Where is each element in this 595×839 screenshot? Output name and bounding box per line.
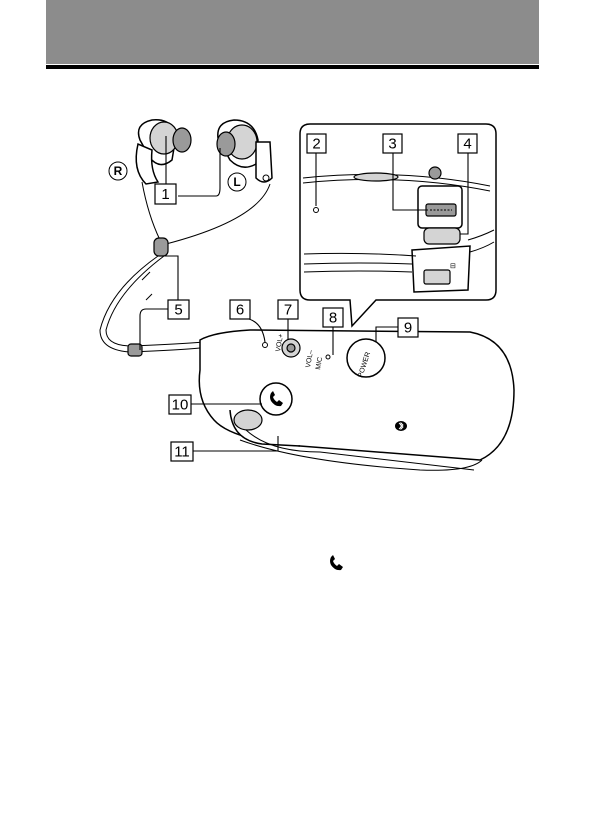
svg-text:10: 10: [172, 397, 189, 414]
callout-5: 5: [168, 300, 189, 319]
svg-text:6: 6: [236, 302, 244, 319]
svg-text:9: 9: [404, 320, 412, 337]
bluetooth-icon: [395, 421, 407, 431]
svg-text:L: L: [233, 175, 240, 189]
detail-inset: ⊟: [300, 124, 496, 326]
earbud-left: [217, 120, 272, 182]
svg-text:8: 8: [329, 310, 337, 327]
inline-phone-handset-icon: [327, 554, 345, 572]
callout-10: 10: [169, 395, 191, 414]
callout-6: 6: [230, 300, 250, 319]
svg-text:7: 7: [284, 302, 292, 319]
callout-4: 4: [458, 134, 477, 153]
svg-text:4: 4: [463, 136, 471, 153]
flap-mark: ⊟: [450, 263, 456, 270]
svg-text:5: 5: [174, 302, 182, 319]
svg-text:R: R: [114, 164, 123, 178]
svg-text:11: 11: [174, 444, 190, 461]
headset-body: [199, 330, 514, 470]
svg-text:3: 3: [388, 136, 396, 153]
callout-7: 7: [278, 300, 298, 319]
svg-text:1: 1: [161, 186, 169, 203]
earbud-right: [136, 120, 191, 184]
svg-text:2: 2: [312, 136, 320, 153]
callout-3: 3: [383, 134, 402, 153]
left-ear-mark: L: [228, 173, 246, 191]
callout-11: 11: [171, 442, 193, 461]
headset-diagram: ⊟ R L: [0, 0, 595, 560]
callout-2: 2: [307, 134, 326, 153]
cord-splitter: [154, 238, 168, 256]
callout-1: 1: [155, 184, 176, 204]
callout-9: 9: [398, 318, 418, 337]
right-ear-mark: R: [109, 162, 127, 180]
callout-8: 8: [323, 308, 343, 327]
